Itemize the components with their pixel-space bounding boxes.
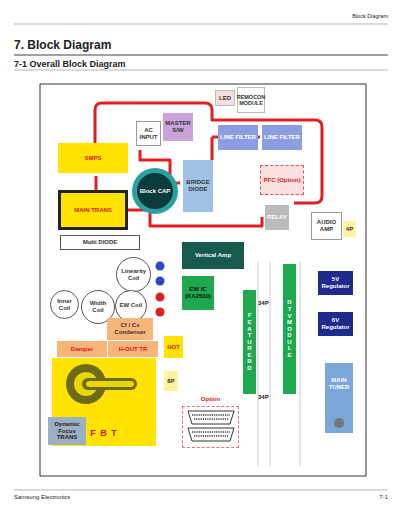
node-label: EW IC (KA2500) [184,286,212,300]
node-label: MASTER S/W [165,120,191,134]
node-label: LINE FILTER [264,134,300,141]
filter-box: LINE FILTER [262,125,302,150]
node-label: Dynamic Focus TRANS [50,421,84,442]
node-label: MAIN TRANS [74,207,112,214]
node-label: HOT [167,344,180,351]
regulator-box: 6V Regulator [318,312,353,336]
option-region: Option [182,406,239,448]
node-label: REMOCON MODULE [237,94,266,107]
regulator-box: 5V Regulator [318,271,353,295]
footer-text: Samsung Electronics [14,494,70,500]
diode-box: BRIDGE DIODE [183,160,213,212]
connector-box: 4P [343,221,356,237]
node-label: Inner Coil [53,298,76,312]
node-label: Multi DIODE [83,239,118,246]
transistor-box: H-OUT TR [108,341,158,357]
board-strip [258,262,259,466]
header-rule [14,24,388,25]
node-label: Damper [71,346,93,353]
switch-box: MASTER S/W [163,113,193,141]
node-label: RELAY [267,214,287,221]
running-header: Block Diagram [352,13,388,19]
connector-box: 8P [164,371,178,391]
amp-box: AUDIO AMP [311,212,342,240]
relay-box: RELAY [265,205,289,230]
node-label: Linearity Coil [119,268,148,282]
node-label: LINE FILTER [220,134,256,141]
node-label: H-OUT TR [119,346,148,353]
pin-count: 34P [258,394,269,400]
board-strip [300,262,301,466]
node-label: Vertical Amp [195,252,231,259]
node-label: 5V Regulator [320,276,351,290]
node-label: Cf / Cs Condenser [109,322,151,336]
page-number: 7-1 [379,494,388,500]
test-point [156,293,165,302]
node-label: 4P [346,226,353,233]
node-label: BRIDGE DIODE [185,179,211,193]
condenser-box: Cf / Cs Condenser [107,318,153,340]
footer-rule [14,490,388,491]
connector-box: HOT [164,336,183,358]
node-label: MAIN TUNER [327,377,351,391]
led-box: LED [215,90,235,106]
board-strip-box: DTV MODULE [283,264,296,394]
capacitor-circle: Block CAP [132,168,178,214]
node-label: 6V Regulator [320,317,351,331]
ic-box: EW IC (KA2500) [182,276,214,310]
node-label: Block CAP [140,188,171,195]
node-label: AC INPUT [139,127,158,141]
node-label: Width Coil [84,300,112,314]
filter-box: LINE FILTER [218,125,258,150]
section-subtitle: 7-1 Overall Block Diagram [14,59,126,69]
transformer-box: MAIN TRANS [58,190,128,230]
title-rule [14,54,388,55]
transformer-box: Dynamic Focus TRANS [48,417,86,445]
pin-count: 34P [258,300,269,306]
board-outline [40,84,366,476]
node-label: EW Coil [119,302,142,309]
board-strip-box: FEATURE BD [243,290,256,394]
node-label: F B T [90,428,118,438]
node-label: Option [183,396,238,403]
tuner-knob [325,363,353,433]
damper-box: Damper [57,341,107,357]
coil-circle: Inner Coil [50,290,79,319]
node-label: SMPS [84,155,101,162]
coil-circle: EW Coil [115,290,147,322]
tuner-box: MAIN TUNER [325,363,353,433]
node-label: PFC (Option) [264,177,301,184]
node-label: LED [219,95,231,102]
page-title: 7. Block Diagram [14,38,111,52]
module-box: REMOCON MODULE [237,87,265,113]
test-point [156,277,165,286]
diode-box: Multi DIODE [60,235,140,250]
node-label: AUDIO AMP [314,219,339,233]
option-box: PFC (Option) [260,165,304,195]
amp-box: Vertical Amp [182,242,244,269]
input-box: AC INPUT [136,121,161,146]
node-label: FEATURE BD [247,312,253,371]
node-label: 8P [167,378,174,385]
test-point [156,262,165,271]
board-strip [270,262,271,466]
node-label: DTV MODULE [287,299,293,358]
power-box: SMPS [58,143,128,173]
subtitle-rule [14,70,388,71]
test-point [156,308,165,317]
scart-connector [188,411,234,441]
